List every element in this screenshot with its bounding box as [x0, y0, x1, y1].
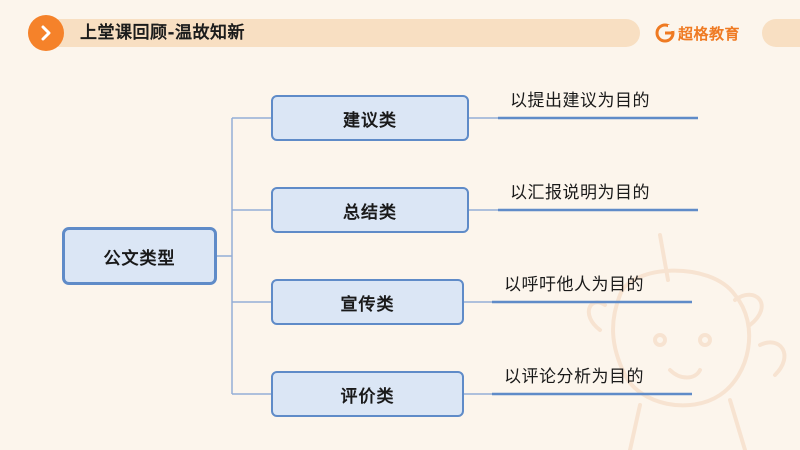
page-title: 上堂课回顾-温故知新 [80, 23, 246, 43]
mindmap-root-node: 公文类型 [62, 227, 217, 285]
header-band-right [762, 19, 800, 47]
branch-description: 以评论分析为目的 [504, 367, 644, 387]
next-arrow-icon [28, 15, 64, 51]
branch-description: 以提出建议为目的 [510, 91, 650, 111]
brand-logo: 超格教育 [654, 19, 740, 47]
branch-description: 以呼吁他人为目的 [504, 275, 644, 295]
mindmap-branch-node: 建议类 [271, 95, 469, 141]
branch-description: 以汇报说明为目的 [510, 183, 650, 203]
mindmap-branch-node: 评价类 [271, 371, 464, 417]
brand-logo-text: 超格教育 [678, 24, 741, 43]
header-band [28, 19, 640, 47]
mindmap-branch-node: 总结类 [271, 187, 469, 233]
mindmap-branch-node: 宣传类 [271, 279, 464, 325]
brand-logo-icon [655, 23, 675, 43]
